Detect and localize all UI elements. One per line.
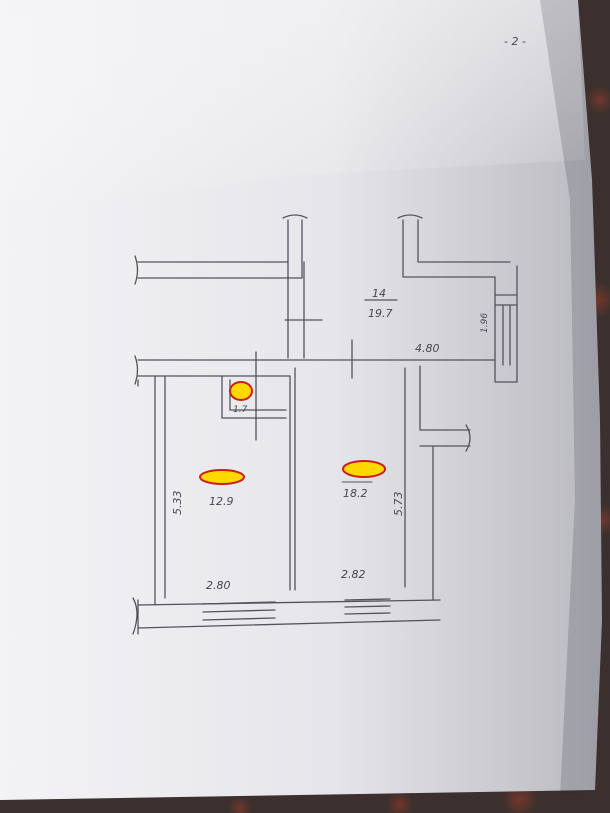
left-room-depth: 5.33 bbox=[171, 491, 184, 516]
left-room-area: 12.9 bbox=[209, 495, 234, 508]
bathroom-area: 1.7 bbox=[233, 405, 248, 415]
wall-break-left bbox=[134, 355, 139, 385]
wall-hallway-right bbox=[402, 219, 518, 383]
right-room-area: 18.2 bbox=[343, 487, 368, 500]
paper-fold-highlight bbox=[0, 0, 585, 215]
wall-bottom bbox=[137, 599, 441, 635]
marker-right-room bbox=[342, 460, 386, 478]
wall-corridor bbox=[137, 359, 496, 591]
left-room-width: 2.80 bbox=[206, 579, 231, 592]
hallway-area: 19.7 bbox=[368, 307, 393, 320]
wall-right-room bbox=[294, 365, 471, 601]
page-number: - 2 - bbox=[504, 35, 526, 48]
right-room-width: 2.82 bbox=[341, 568, 366, 581]
marker-bathroom bbox=[229, 381, 253, 401]
wall-break-bottom bbox=[132, 597, 138, 635]
marker-left-room bbox=[199, 469, 245, 485]
corridor-width: 4.80 bbox=[415, 342, 440, 355]
hallway-number: 14 bbox=[372, 287, 386, 300]
floor-plan-drawing bbox=[132, 214, 518, 635]
wall-break-top-left bbox=[134, 255, 139, 285]
balcony-door bbox=[494, 294, 518, 366]
paper-sheet bbox=[0, 0, 602, 800]
wall-hallway-left bbox=[287, 261, 305, 359]
right-room-depth: 5.73 bbox=[392, 492, 405, 517]
redaction-markers bbox=[199, 381, 386, 485]
wall-break-top bbox=[282, 214, 423, 219]
paper-edge-shadow bbox=[540, 0, 602, 795]
window-left bbox=[202, 601, 276, 621]
wall-break-right bbox=[465, 424, 471, 452]
door-tick-hallway bbox=[284, 319, 353, 379]
window-right bbox=[344, 598, 391, 615]
wall-left-room-outer bbox=[154, 375, 166, 606]
balcony-width: 1.96 bbox=[480, 313, 490, 333]
